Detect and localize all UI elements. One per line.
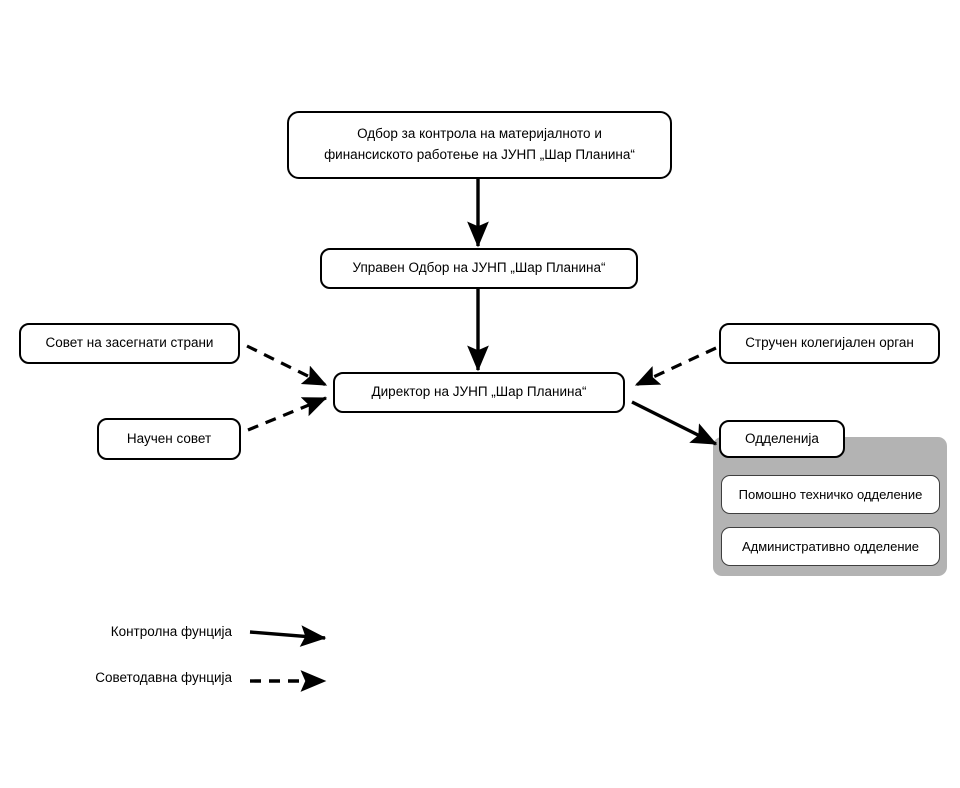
node-department-administrative[interactable]: Административно одделение <box>721 527 940 566</box>
oversight-board-line-1: Одбор за контрола на материјалното и <box>357 126 602 142</box>
legend-label-advisory-function: Советодавна фунција <box>95 670 232 685</box>
node-managing-board[interactable]: Управен Одбор на ЈУНП „Шар Планина“ <box>320 248 638 289</box>
edge-expert-to-director <box>634 346 717 387</box>
edge-director-to-departments <box>631 400 718 446</box>
node-oversight-board[interactable]: Одбор за контрола на материјалното и фин… <box>287 111 672 179</box>
node-stakeholder-council[interactable]: Совет на засегнати страни <box>19 323 240 364</box>
node-scientific-council[interactable]: Научен совет <box>97 418 241 460</box>
node-oversight-board-label: Одбор за контрола на материјалното и фин… <box>324 124 635 166</box>
edge-stakeholder-to-director <box>246 344 328 387</box>
node-expert-collegial-body[interactable]: Стручен колегијален орган <box>719 323 940 364</box>
oversight-board-line-2: финансиското работење на ЈУНП „Шар Плани… <box>324 147 635 162</box>
legend-label-control-function: Контролна фунција <box>110 624 232 639</box>
edge-scientific-to-director <box>247 396 328 432</box>
node-director[interactable]: Директор на ЈУНП „Шар Планина“ <box>333 372 625 413</box>
legend-solid-arrow <box>249 625 327 647</box>
node-departments[interactable]: Одделенија <box>719 420 845 458</box>
node-department-support-technical[interactable]: Помошно техничко одделение <box>721 475 940 514</box>
